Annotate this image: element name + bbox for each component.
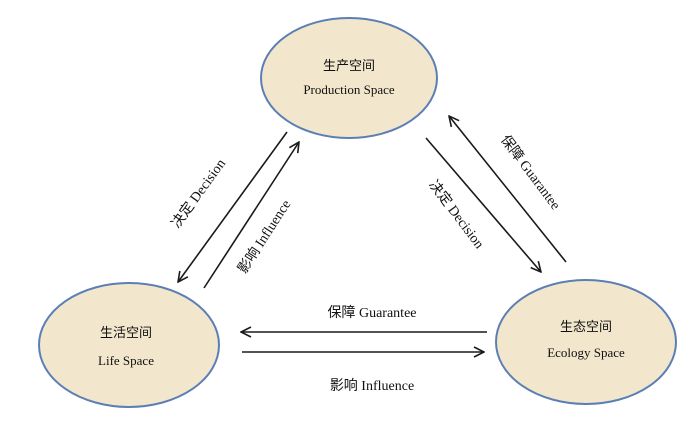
- life-space-cn-label: 生活空间: [100, 326, 152, 341]
- arrow-production-to-ecology: [425, 137, 541, 272]
- ecology-space-en-label: Ecology Space: [547, 345, 625, 360]
- arrow-ecology-to-production: [449, 116, 567, 263]
- production-space-node: 生产空间 Production Space: [260, 17, 438, 139]
- life-space-node: 生活空间 Life Space: [38, 282, 220, 408]
- edge-label-production-to-life: 决定 Decision: [168, 156, 229, 231]
- arrow-production-to-life: [178, 131, 288, 282]
- edge-label-ecology-to-production: 保障 Guarantee: [497, 132, 563, 213]
- ecology-space-cn-label: 生态空间: [560, 320, 612, 335]
- edge-label-ecology-to-life: 保障 Guarantee: [327, 305, 416, 321]
- life-space-en-label: Life Space: [98, 353, 154, 368]
- ecology-space-node: 生态空间 Ecology Space: [495, 279, 677, 405]
- edge-label-production-to-ecology: 决定 Decision: [425, 177, 487, 252]
- edge-label-life-to-production: 影响 Influence: [235, 197, 294, 276]
- arrow-life-to-production: [203, 142, 299, 289]
- production-space-en-label: Production Space: [303, 82, 395, 97]
- production-space-cn-label: 生产空间: [323, 59, 375, 74]
- edge-label-life-to-ecology: 影响 Influence: [330, 378, 414, 394]
